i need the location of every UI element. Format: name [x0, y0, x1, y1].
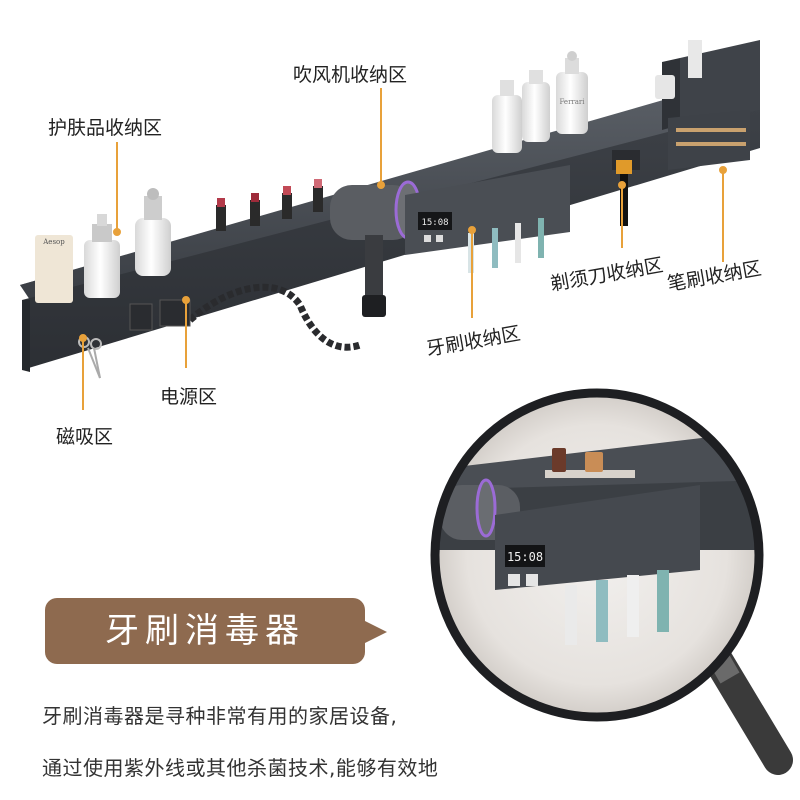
description-line-1: 牙刷消毒器是寻种非常有用的家居设备, — [42, 704, 398, 728]
magnifier: 15:08 — [430, 388, 793, 775]
callout-lines — [79, 88, 727, 410]
bottles-right: Ferrari — [492, 40, 702, 153]
label-power: 电源区 — [160, 386, 218, 408]
pen-holder — [668, 110, 750, 170]
lipsticks — [216, 179, 323, 231]
description-line-2: 通过使用紫外线或其他杀菌技术,能够有效地 — [42, 756, 439, 780]
sterilizer-display: 15:08 — [421, 218, 448, 228]
title-banner: 牙刷消毒器 — [45, 598, 387, 664]
razor-holder — [612, 150, 640, 226]
label-magnetic: 磁吸区 — [56, 426, 114, 448]
zoom-display: 15:08 — [507, 550, 543, 564]
bottle-brand-text: Ferrari — [559, 98, 585, 106]
tube-brand-text: Aesop — [42, 238, 65, 246]
label-hairdryer: 吹风机收纳区 — [293, 64, 408, 86]
label-skincare: 护肤品收纳区 — [48, 117, 163, 139]
banner-title: 牙刷消毒器 — [105, 611, 305, 651]
power-socket — [129, 299, 191, 331]
skincare-products: Aesop — [35, 188, 171, 303]
